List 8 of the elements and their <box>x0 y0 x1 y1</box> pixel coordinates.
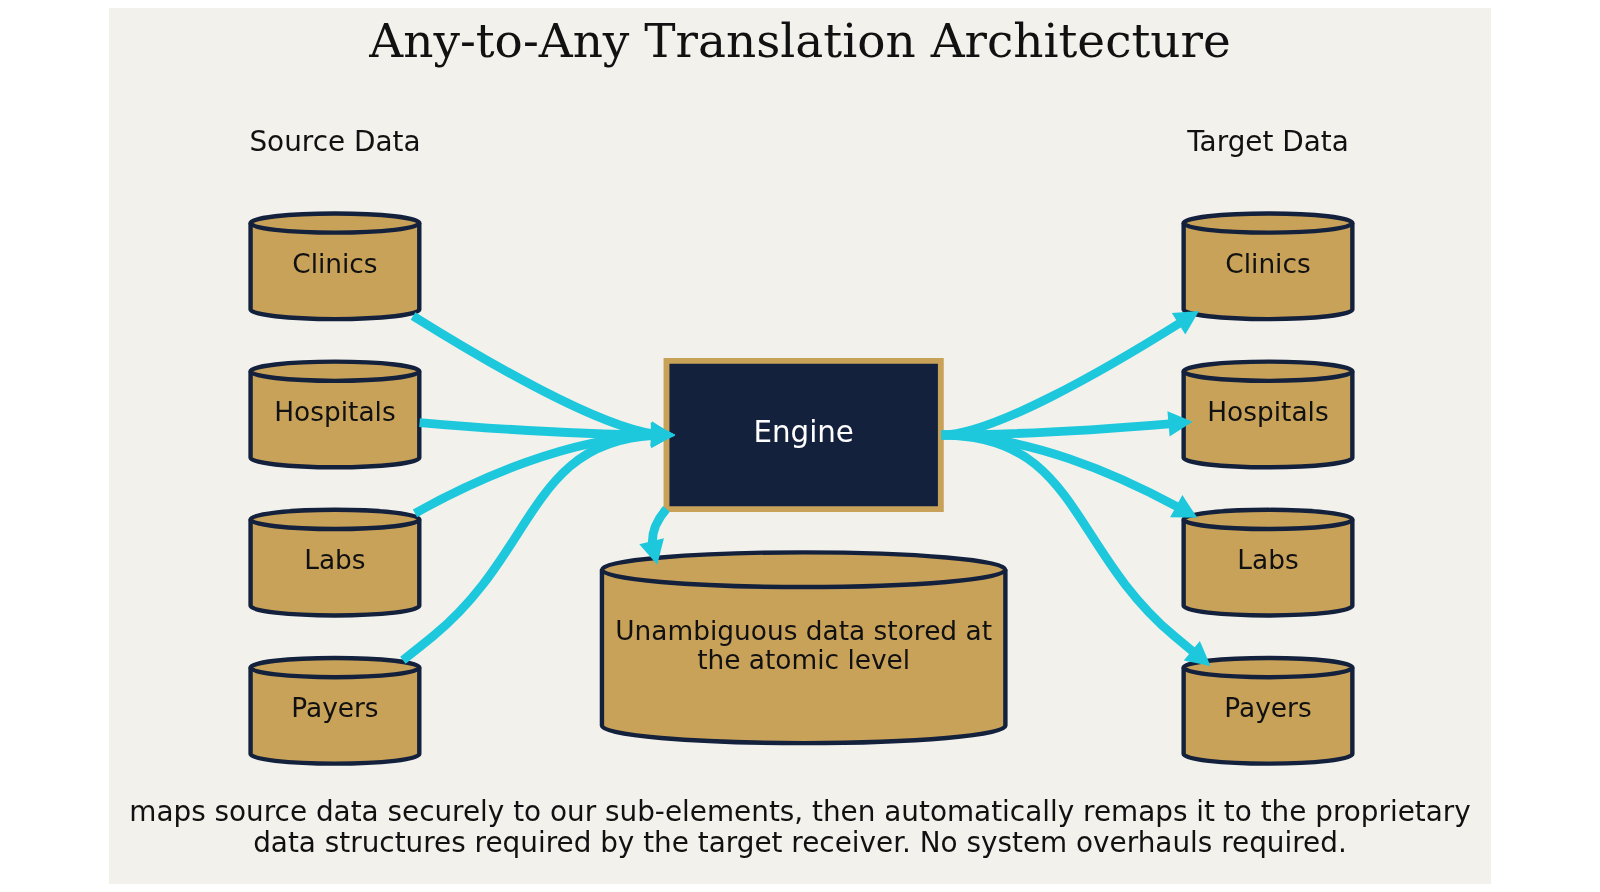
caption: maps source data securely to our sub-elements, then automatically remaps it to the proprietary data structures required by the target receiver. No system overhauls required. <box>129 795 1471 859</box>
label: Target Data <box>1187 125 1349 159</box>
arrow <box>941 430 1211 666</box>
arrow <box>941 310 1199 440</box>
arrow <box>639 506 670 565</box>
node-box: Engine <box>663 357 944 512</box>
label: Source Data <box>249 125 421 159</box>
diagram-title: Any-to-Any Translation Architecture <box>369 13 1231 69</box>
